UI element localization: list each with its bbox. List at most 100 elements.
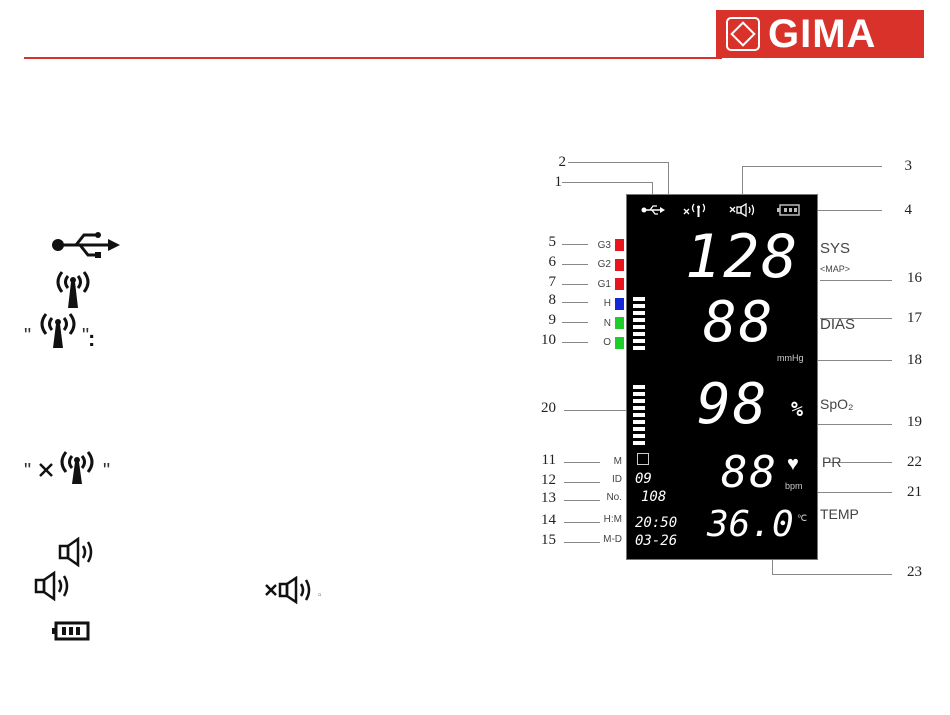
small-mark: ▫: [318, 590, 322, 601]
bargraph-segment: [633, 399, 645, 403]
dias-value: 88: [703, 293, 774, 353]
bargraph-segment: [633, 297, 645, 301]
sys-label: SYS: [820, 240, 850, 257]
level-indicator-row: O: [584, 336, 624, 350]
level-color-square: [615, 239, 624, 251]
wireless-off-icon: [36, 448, 106, 486]
speaker-icon: [34, 570, 74, 604]
speaker-mute-icon: [264, 576, 322, 606]
callout-number: 10: [526, 332, 556, 349]
quote-mark: ": [24, 325, 31, 348]
level-indicator-row: G1: [584, 277, 624, 291]
mmhg-unit: mmHg: [777, 353, 804, 363]
level-color-square: [615, 298, 624, 310]
level-color-square: [615, 317, 624, 329]
memory-icon: [637, 453, 649, 465]
temp-label: TEMP: [820, 506, 859, 522]
bargraph-segment: [633, 420, 645, 424]
level-indicator-row: N: [584, 316, 624, 330]
row-label: No.: [592, 492, 622, 503]
usb-icon: [641, 203, 665, 217]
battery-icon: [52, 620, 92, 642]
bargraph-segment: [633, 434, 645, 438]
bargraph-segment: [633, 406, 645, 410]
callout-number: 16: [892, 270, 922, 287]
speaker-icon: [58, 536, 98, 570]
leader-line: [562, 182, 652, 183]
callout-number: 9: [526, 312, 556, 329]
level-indicator-row: G2: [584, 258, 624, 272]
leader-line: [806, 492, 892, 493]
bargraph-segment: [633, 332, 645, 336]
level-label: H: [604, 298, 611, 309]
callout-number: 17: [892, 310, 922, 327]
callout-number: 23: [892, 564, 922, 581]
callout-number: 2: [536, 154, 566, 171]
bargraph-segment: [633, 325, 645, 329]
date-value: 03-26: [635, 533, 677, 549]
callout-number: 21: [892, 484, 922, 501]
percent-unit: %: [791, 397, 803, 421]
bargraph-segment: [633, 346, 645, 350]
callout-number: 1: [532, 174, 562, 191]
level-label: G2: [598, 259, 611, 270]
row-label: M-D: [592, 534, 622, 545]
callout-number: 4: [882, 202, 912, 219]
time-value: 20:50: [635, 515, 677, 531]
row-labels: MIDNo.H:MM-D: [592, 456, 622, 556]
callout-number: 11: [526, 452, 556, 469]
bargraph-segment: [633, 441, 645, 445]
map-label: <MAP>: [820, 264, 850, 274]
callout-number: 22: [892, 454, 922, 471]
row-label: ID: [592, 474, 622, 485]
celsius-unit: ℃: [797, 513, 807, 524]
leader-line: [820, 280, 892, 281]
bargraph-segment: [633, 392, 645, 396]
callout-number: 14: [526, 512, 556, 529]
quote-mark: ": [24, 460, 31, 483]
speaker-mute-icon: [729, 203, 757, 217]
spo2-label: SpO₂: [820, 396, 853, 412]
leader-line: [568, 162, 668, 163]
wireless-active-icon: [34, 308, 84, 350]
no-value: 108: [641, 489, 666, 505]
spo2-value: 98: [697, 375, 768, 435]
callout-number: 7: [526, 274, 556, 291]
temp-value: 36.0: [707, 505, 794, 545]
leader-line: [812, 424, 892, 425]
bargraph-segment: [633, 427, 645, 431]
level-color-square: [615, 278, 624, 290]
usb-icon: [50, 228, 122, 260]
gima-logo: GIMA: [716, 10, 924, 58]
bargraph-segment: [633, 339, 645, 343]
bargraph-segment: [633, 304, 645, 308]
heart-icon: ♥: [787, 453, 799, 476]
callout-number: 5: [526, 234, 556, 251]
bargraph-segment: [633, 311, 645, 315]
pulse-bargraph: [633, 385, 647, 449]
level-label: N: [604, 318, 611, 329]
header-rule: [24, 57, 722, 59]
level-indicator-row: G3: [584, 238, 624, 252]
row-label: H:M: [592, 514, 622, 525]
id-value: 09: [635, 471, 652, 487]
bargraph-segment: [633, 385, 645, 389]
callout-number: 15: [526, 532, 556, 549]
level-label: G1: [598, 279, 611, 290]
wireless-icon: [50, 266, 96, 310]
logo-text: GIMA: [768, 10, 876, 58]
leader-line: [742, 166, 882, 167]
callout-number: 6: [526, 254, 556, 271]
callout-number: 12: [526, 472, 556, 489]
callout-number: 8: [526, 292, 556, 309]
bpm-unit: bpm: [785, 481, 803, 491]
level-label: O: [603, 337, 611, 348]
lcd-display: 128 88 mmHg 98 % 88 ♥ bpm 36.0 ℃ 09 108 …: [626, 194, 818, 560]
level-indicator-row: H: [584, 297, 624, 311]
bargraph-segment: [633, 413, 645, 417]
callout-number: 18: [892, 352, 922, 369]
callout-number: 13: [526, 490, 556, 507]
pr-value: 88: [721, 449, 778, 497]
logo-emblem-icon: [726, 17, 760, 51]
